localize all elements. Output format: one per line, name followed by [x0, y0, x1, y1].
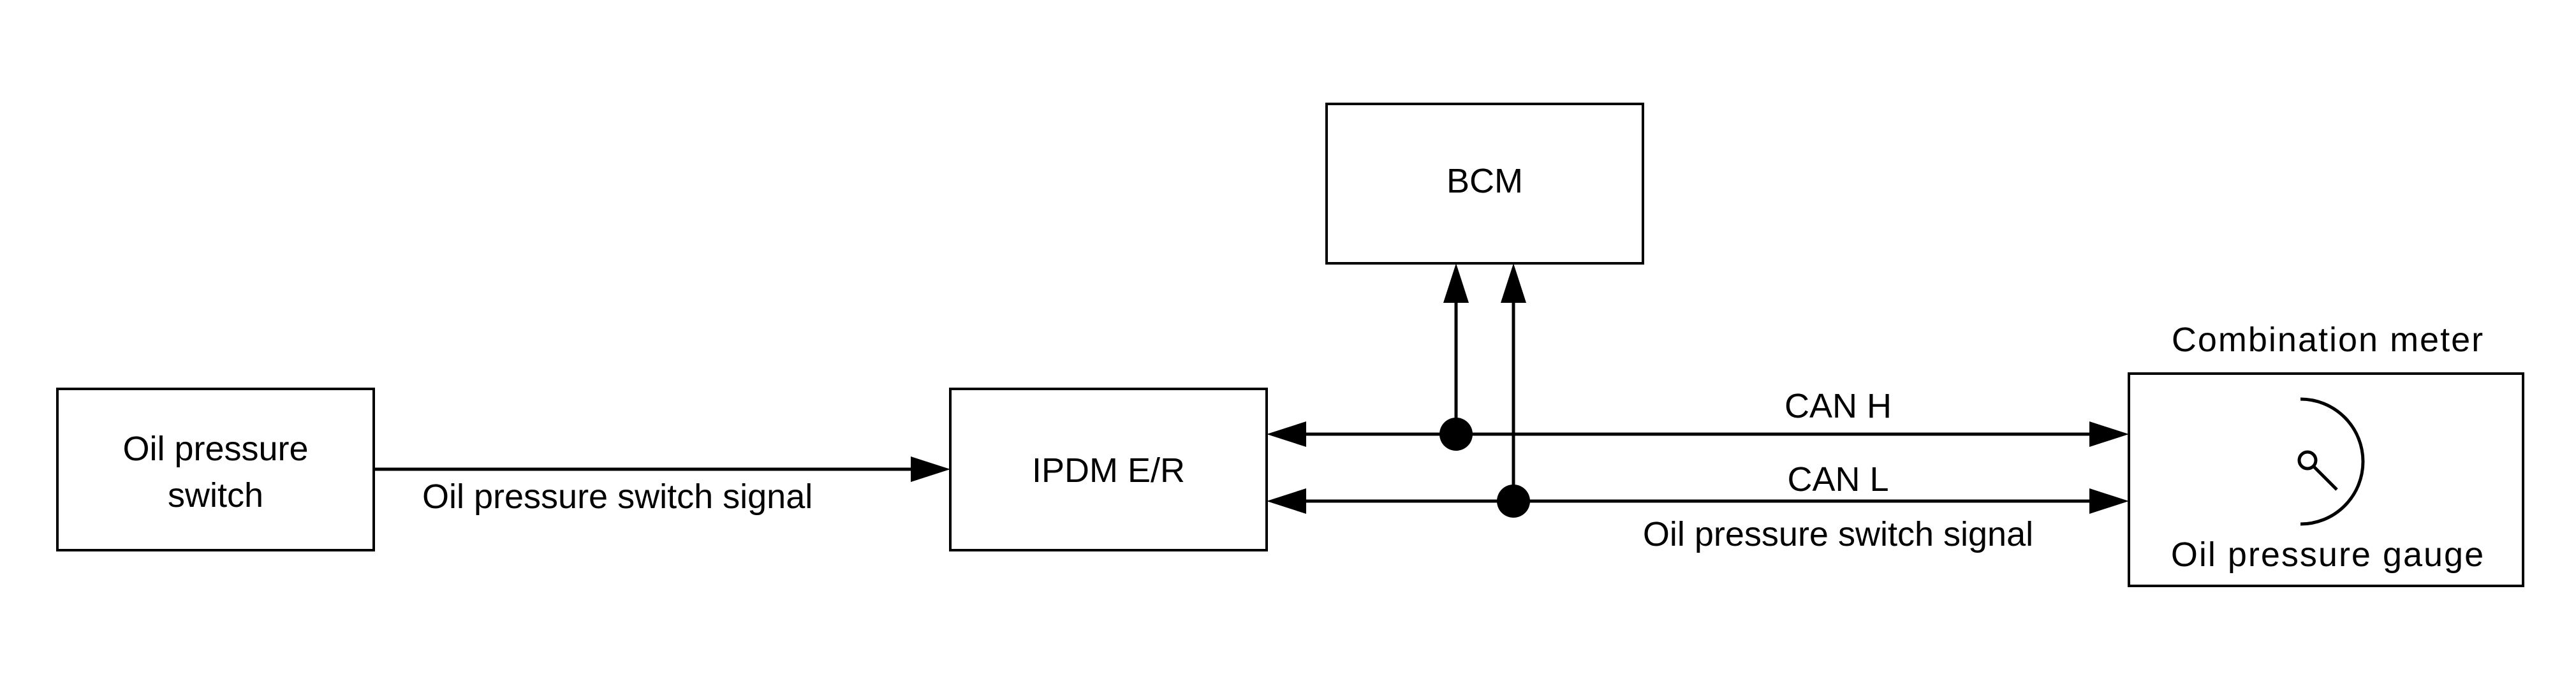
- bcm-label: BCM: [1446, 162, 1523, 200]
- can-h-bcm-arrowhead: [1443, 263, 1469, 303]
- can-h-bus: CAN H: [1267, 263, 2129, 451]
- oil-pressure-gauge-label: Oil pressure gauge: [2171, 536, 2485, 574]
- switch-to-ipdm-signal: Oil pressure switch signal: [374, 456, 950, 516]
- ipdm-label: IPDM E/R: [1032, 451, 1185, 490]
- can-h-arrowhead-right: [2089, 421, 2129, 447]
- ipdm-block: IPDM E/R: [949, 388, 1268, 551]
- switch-signal-label: Oil pressure switch signal: [422, 478, 813, 516]
- oil-pressure-switch-label-line1: Oil pressure: [122, 430, 308, 468]
- oil-pressure-switch-block: Oil pressure switch: [56, 388, 375, 551]
- switch-signal-arrowhead: [911, 456, 950, 482]
- can-l-arrowhead-right: [2089, 488, 2129, 514]
- can-h-arrowhead-left: [1267, 421, 1306, 447]
- combination-meter-block: Combination meter Oil pressure gauge: [2128, 321, 2524, 587]
- can-l-bcm-arrowhead: [1501, 263, 1526, 303]
- oil-pressure-switch-label-line2: switch: [168, 476, 263, 514]
- can-l-bus: CAN L Oil pressure switch signal: [1267, 263, 2129, 553]
- bcm-block: BCM: [1325, 103, 1644, 265]
- can-signal-label: Oil pressure switch signal: [1643, 515, 2033, 553]
- ipdm-box: [949, 388, 1268, 551]
- bcm-box: [1325, 103, 1644, 265]
- can-h-label: CAN H: [1785, 387, 1892, 425]
- combination-meter-title: Combination meter: [2172, 321, 2484, 359]
- oil-pressure-gauge-icon: [2297, 397, 2365, 526]
- can-l-arrowhead-left: [1267, 488, 1306, 514]
- oil-pressure-switch-box: [56, 388, 375, 551]
- can-l-label: CAN L: [1787, 460, 1888, 499]
